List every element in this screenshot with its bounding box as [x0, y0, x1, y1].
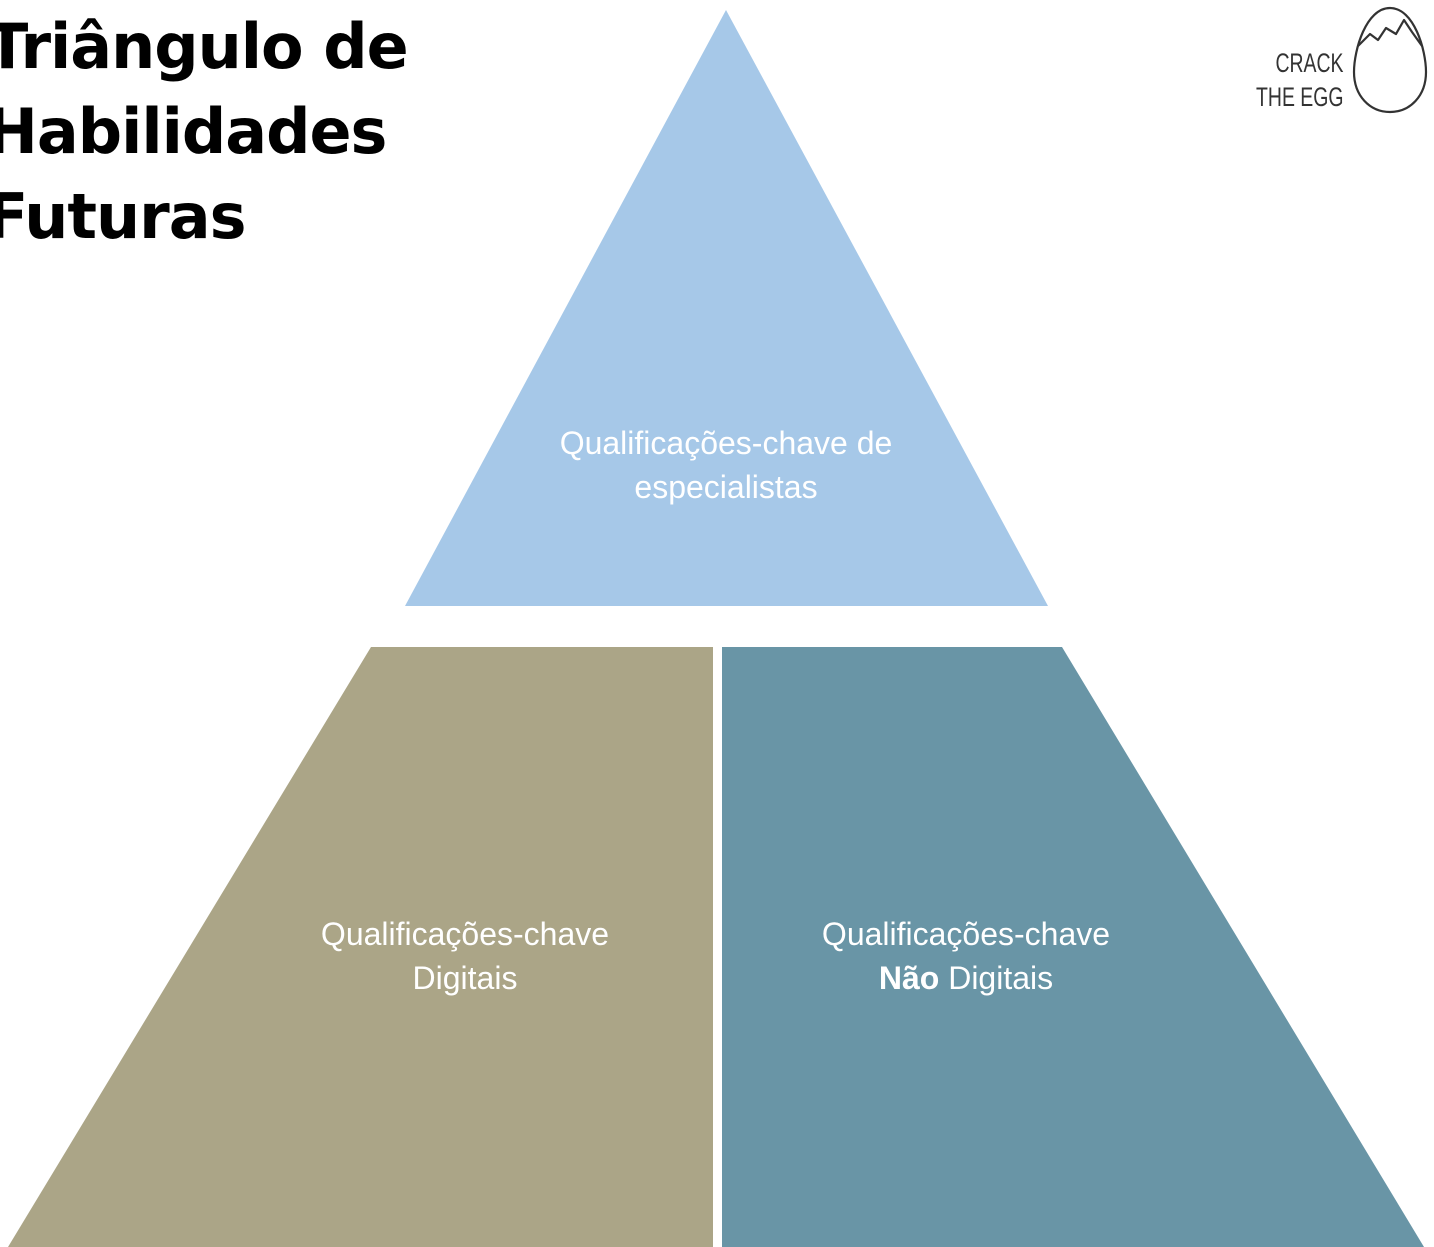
- label-specialist-line-2: especialistas: [634, 469, 818, 505]
- label-non-digital-skills: Qualificações-chave Não Digitais: [716, 912, 1216, 1000]
- label-non-digital-line-1: Qualificações-chave: [821, 916, 1111, 952]
- logo-text-line-2: THE EGG: [1256, 82, 1344, 112]
- logo-text-line-1: CRACK: [1275, 48, 1344, 78]
- label-non-digital-rest: Digitais: [939, 960, 1054, 996]
- label-digital-line-2: Digitais: [412, 960, 518, 996]
- label-digital-line-1: Qualificações-chave: [320, 916, 610, 952]
- label-non-digital-emphasis: Não: [878, 960, 940, 996]
- label-non-digital-line-2: Não Digitais: [716, 956, 1216, 1000]
- label-digital-skills: Qualificações-chave Digitais: [215, 912, 715, 1000]
- title-line-3: Futuras: [0, 180, 246, 253]
- title-line-1: Triângulo de: [0, 10, 409, 83]
- label-specialist-line-1: Qualificações-chave de: [559, 425, 893, 461]
- crack-the-egg-logo: CRACK THE EGG: [1240, 6, 1430, 116]
- pyramid-bottom-left-segment: [8, 647, 713, 1247]
- cracked-egg-icon: [1352, 6, 1428, 114]
- pyramid-top-segment: [405, 10, 1048, 606]
- page-title: Triângulo de Habilidades Futuras: [0, 4, 409, 259]
- pyramid-bottom-right-segment: [722, 647, 1424, 1247]
- title-line-2: Habilidades: [0, 95, 387, 168]
- label-specialist-skills: Qualificações-chave de especialistas: [476, 421, 976, 509]
